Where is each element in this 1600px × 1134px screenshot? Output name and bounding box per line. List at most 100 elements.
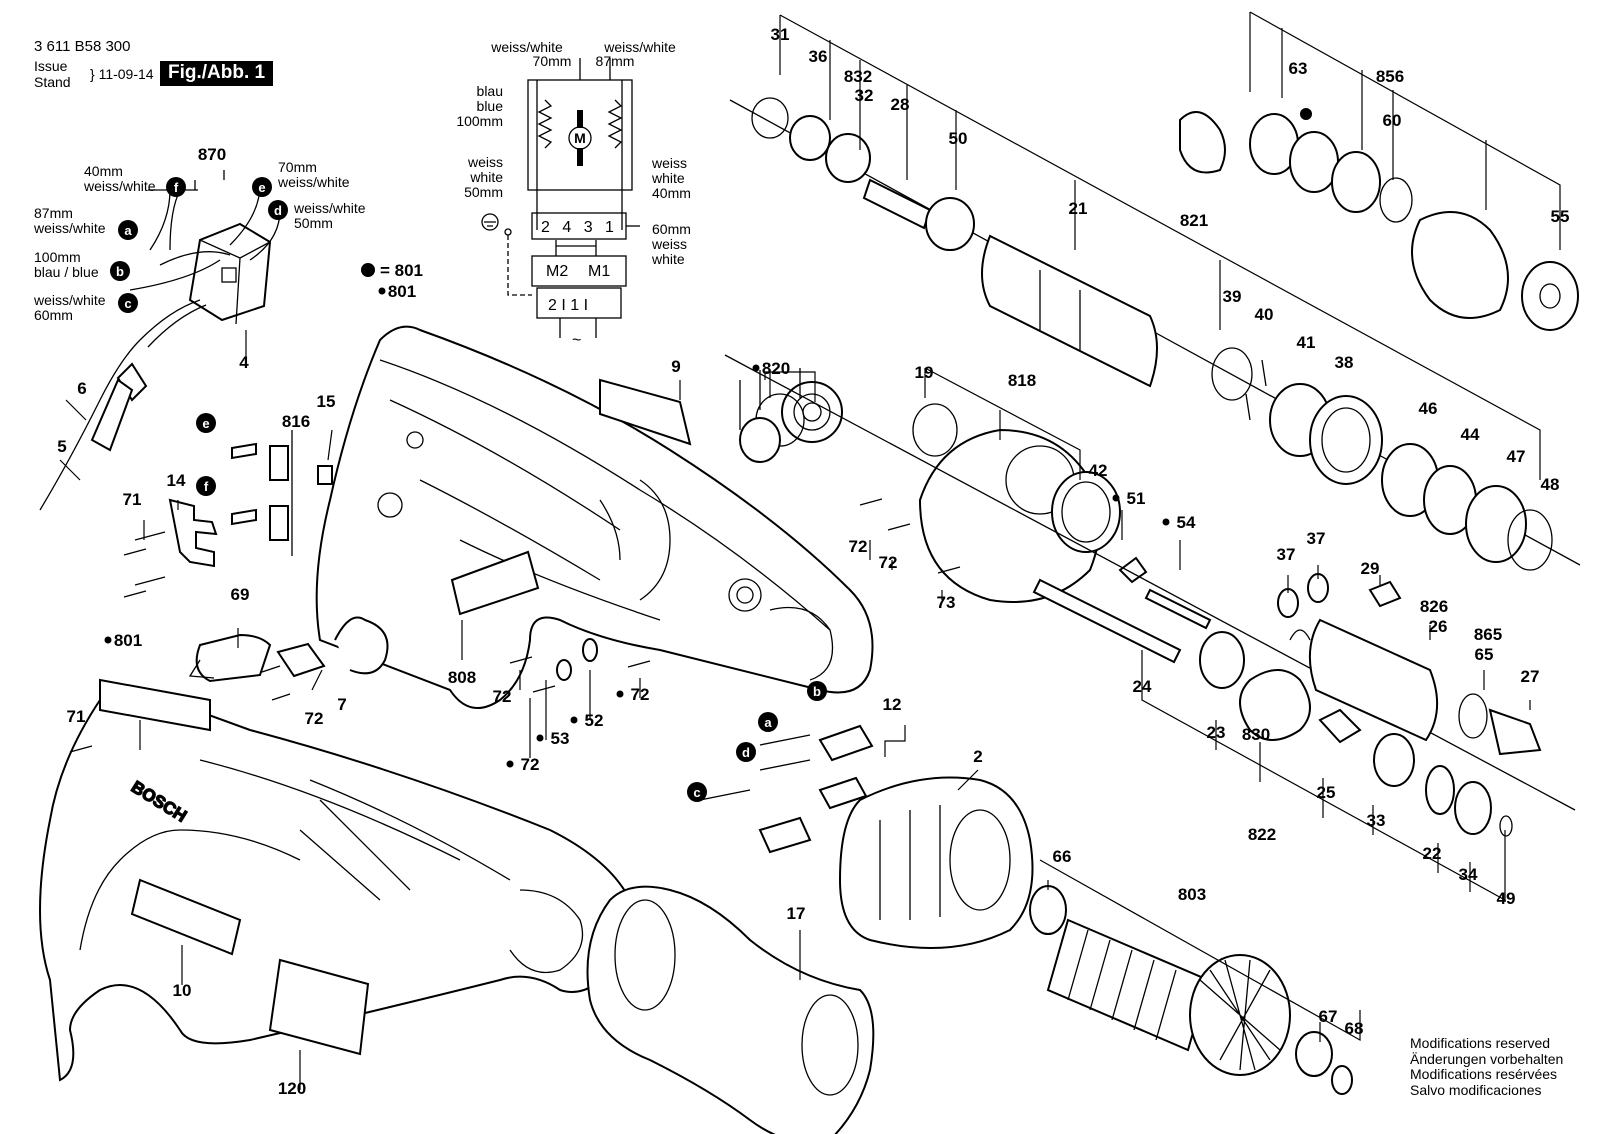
callout-dot [506, 760, 514, 768]
wire-label: weiss/white [33, 220, 106, 236]
wire-key-c [118, 293, 138, 313]
part-callout-15: 15 [317, 392, 336, 411]
shaft-24 [1032, 578, 1182, 664]
callout-dot [1112, 494, 1120, 502]
connector-816a [269, 445, 289, 481]
stand-label: Stand [34, 74, 71, 90]
ring-31 [751, 97, 789, 139]
wire-key-b [807, 681, 827, 701]
schematic-note: 40mm [652, 185, 691, 201]
part-callout-66: 66 [1053, 847, 1072, 866]
part-callout-72: 72 [493, 687, 512, 706]
stator-body [838, 776, 1034, 949]
wire-label: weiss/white [33, 292, 106, 308]
part-callout-48: 48 [1541, 475, 1560, 494]
clutch-33 [1373, 733, 1415, 787]
disclaimer-block: Modifications reserved Änderungen vorbeh… [1410, 1035, 1563, 1098]
gear-22 [1425, 765, 1455, 815]
part-callout-14: 14 [167, 471, 186, 490]
top-grip [99, 678, 211, 732]
part-callout-69: 69 [231, 585, 250, 604]
ring-60 [1331, 151, 1381, 213]
part-callout-42: 42 [1089, 461, 1108, 480]
part-callout-36: 36 [809, 47, 828, 66]
ring-49 [1499, 815, 1513, 837]
schematic-note: white [651, 170, 685, 186]
legend-text: = 801 [380, 261, 423, 280]
switch-contact-labels: 2 I 1 I [548, 297, 588, 314]
part-callout-12: 12 [883, 695, 902, 714]
part-callout-41: 41 [1297, 333, 1316, 352]
part-callout-7: 7 [337, 695, 346, 714]
wire-key-f [166, 177, 186, 197]
wire-key-letter: a [124, 223, 132, 238]
part-callout-816: 816 [282, 412, 310, 431]
cam-830 [1239, 669, 1311, 741]
spring-coil [1179, 111, 1226, 174]
washer-37a [1277, 588, 1299, 618]
pin-29 [1368, 580, 1402, 608]
sleeve-55 [1411, 211, 1509, 319]
cap-55 [1521, 261, 1579, 331]
gear-38 [1309, 395, 1383, 485]
cable-protector [90, 378, 134, 452]
part-callout-5: 5 [57, 437, 66, 456]
schematic-note: blau [477, 83, 503, 99]
part-callout-830: 830 [1242, 725, 1270, 744]
spring-52 [582, 638, 598, 662]
switch-trigger [195, 633, 272, 683]
stator-2 [838, 776, 1034, 949]
wire-key-b [110, 261, 130, 281]
leader-lines [59, 11, 1561, 1090]
callout-dot [752, 364, 760, 372]
part-callout-826: 826 [1420, 597, 1448, 616]
schematic-note: 100mm [456, 113, 503, 129]
issue-label: Issue [34, 58, 68, 74]
issue-labels: Issue Stand [34, 58, 71, 90]
part-callout-23: 23 [1207, 723, 1226, 742]
part-callout-21: 21 [1069, 199, 1088, 218]
part-callouts: 8704658018161514716998087277253527272801… [57, 25, 1569, 1098]
schematic-note: weiss [651, 155, 687, 171]
part-callout-4: 4 [239, 353, 249, 372]
switch-contacts [536, 287, 622, 319]
schematic-note: 50mm [464, 184, 503, 200]
assembled-drill: BOSCH [39, 678, 635, 1082]
part-callout-60: 60 [1383, 111, 1402, 130]
part-callout-32: 32 [855, 86, 874, 105]
motor-terminal-box [531, 255, 627, 287]
coupling-25 [1318, 708, 1362, 744]
brush-holder-12 [818, 724, 874, 762]
callout-dot [536, 734, 544, 742]
part-callout-72: 72 [879, 553, 898, 572]
part-callout-801: 801 [114, 631, 142, 650]
callout-dot [616, 690, 624, 698]
wire-key-letter: c [693, 785, 700, 800]
schematic-note: 70mm [533, 53, 572, 69]
armature-803 [1029, 885, 1353, 1095]
wire-key-f [196, 476, 216, 496]
part-callout-31: 31 [771, 25, 790, 44]
pawl-7 [276, 642, 326, 678]
motor-label: M [574, 130, 586, 146]
shafts-24 [1032, 556, 1212, 664]
clutch-820 [739, 368, 843, 463]
part-callout-68: 68 [1345, 1019, 1364, 1038]
gear-housing-818 [912, 403, 1121, 603]
switch-wire-labels: 40mm weiss/white f 70mm weiss/white e 87… [33, 159, 366, 323]
part-callout-73: 73 [937, 593, 956, 612]
part-callout-822: 822 [1248, 825, 1276, 844]
switch-body [188, 222, 272, 322]
part-callout-71: 71 [67, 707, 86, 726]
schematic-note: white [651, 251, 685, 267]
wire-key-e [196, 413, 216, 433]
label-10 [130, 878, 242, 956]
housing-half [315, 325, 874, 709]
ball-63 [1300, 108, 1312, 120]
pin-15 [317, 465, 333, 485]
part-callout-38: 38 [1335, 353, 1354, 372]
callout-dot [570, 716, 578, 724]
air-guide [586, 885, 875, 1134]
o-ring-19 [912, 403, 958, 457]
part-callout-53: 53 [551, 729, 570, 748]
